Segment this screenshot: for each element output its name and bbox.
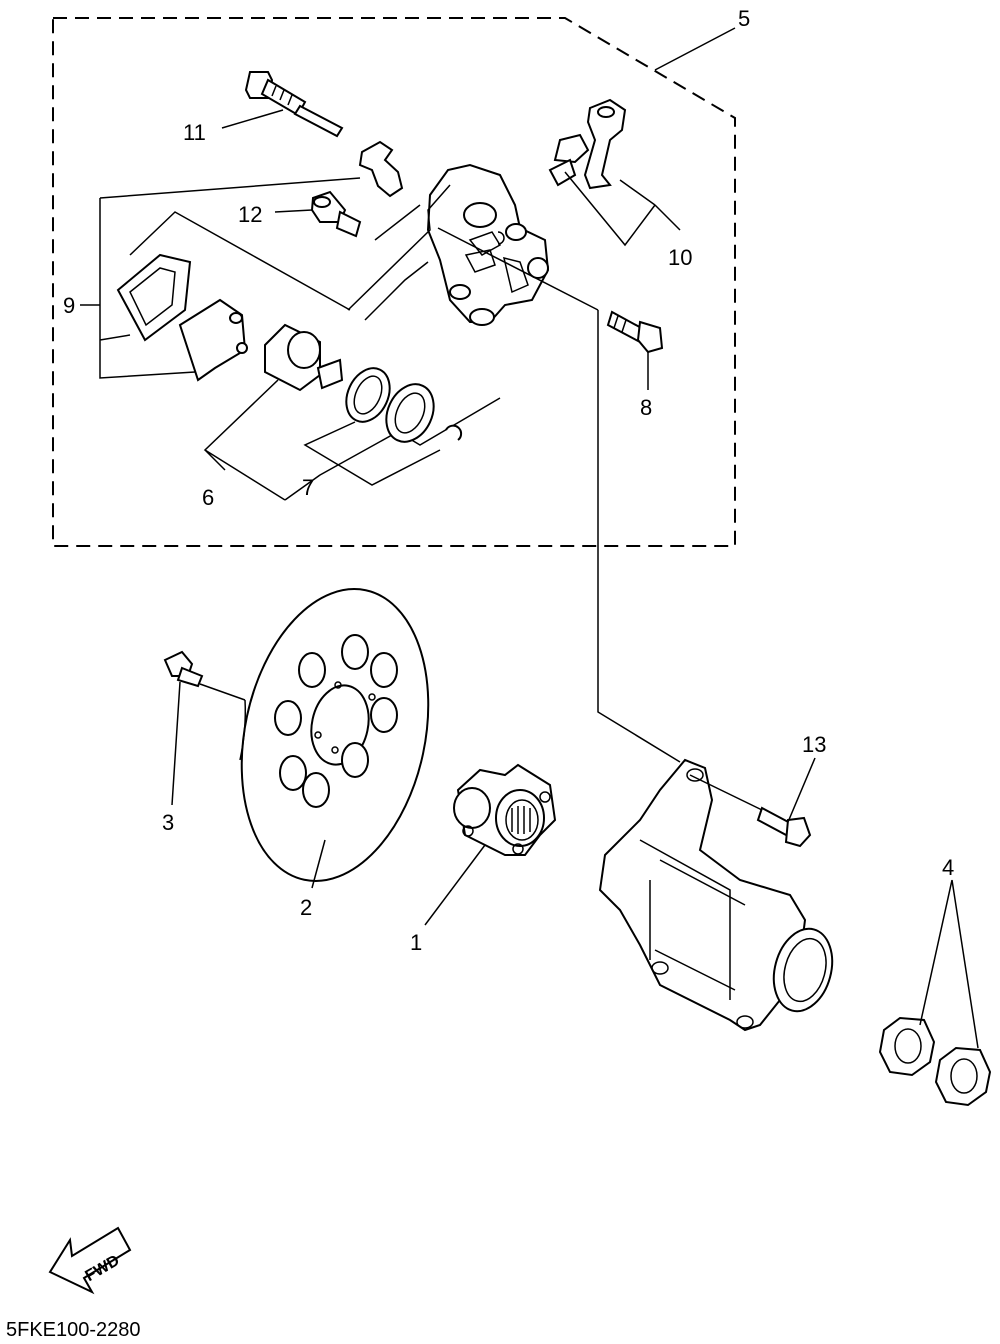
leader-3 bbox=[171, 681, 246, 806]
callout-9: 9 bbox=[63, 293, 75, 318]
leader-2 bbox=[311, 839, 326, 889]
part-12-bleed-screw bbox=[310, 190, 362, 238]
callout-13: 13 bbox=[802, 732, 826, 757]
part-11-pin-bolt bbox=[244, 71, 344, 138]
part-clip bbox=[358, 140, 404, 198]
part-9-brake-pads bbox=[116, 253, 248, 382]
assembly-line-to-bracket bbox=[597, 310, 681, 763]
part-7-seals bbox=[345, 367, 463, 443]
leader-12 bbox=[274, 209, 313, 213]
bracket-outline-1 bbox=[347, 184, 451, 311]
leader-13 bbox=[787, 757, 816, 823]
part-6-piston bbox=[264, 323, 344, 392]
housing-axis bbox=[689, 774, 763, 811]
callout-3: 3 bbox=[162, 810, 174, 835]
part-3-disc-screw bbox=[163, 650, 204, 688]
fwd-arrow-icon bbox=[48, 1226, 132, 1295]
part-4-lock-nuts bbox=[878, 1016, 992, 1107]
leader-10 bbox=[564, 171, 681, 247]
leader-7 bbox=[284, 421, 441, 501]
part-2-brake-disc bbox=[239, 588, 430, 882]
callout-11: 11 bbox=[183, 120, 206, 145]
bracket-outline-2 bbox=[374, 204, 421, 241]
drawing-code: 5FKE100-2280 bbox=[6, 1319, 141, 1341]
bracket-outline-3 bbox=[364, 261, 429, 321]
part-axle-housing bbox=[598, 758, 834, 1032]
leader-4 bbox=[919, 879, 979, 1049]
leader-5 bbox=[654, 27, 736, 71]
callout-1: 1 bbox=[410, 930, 422, 955]
callout-4: 4 bbox=[942, 855, 954, 880]
leader-11 bbox=[221, 109, 284, 129]
part-10-bleeder bbox=[548, 98, 627, 190]
part-1-hub bbox=[453, 763, 557, 856]
leader-1 bbox=[424, 844, 486, 926]
callout-8: 8 bbox=[640, 395, 652, 420]
leader-9 bbox=[80, 177, 361, 379]
callout-7: 7 bbox=[302, 475, 314, 500]
part-13-bolt bbox=[756, 806, 812, 848]
part-8-bolt bbox=[606, 310, 664, 354]
callout-6: 6 bbox=[202, 485, 214, 510]
caliper-assembly-boundary bbox=[52, 17, 736, 547]
assembly-axis bbox=[437, 227, 599, 311]
callout-10: 10 bbox=[668, 245, 692, 270]
callout-5: 5 bbox=[738, 6, 750, 31]
leader-6 bbox=[203, 379, 286, 501]
caliper-body bbox=[426, 163, 550, 326]
callout-2: 2 bbox=[300, 895, 312, 920]
callout-12: 12 bbox=[238, 202, 262, 227]
